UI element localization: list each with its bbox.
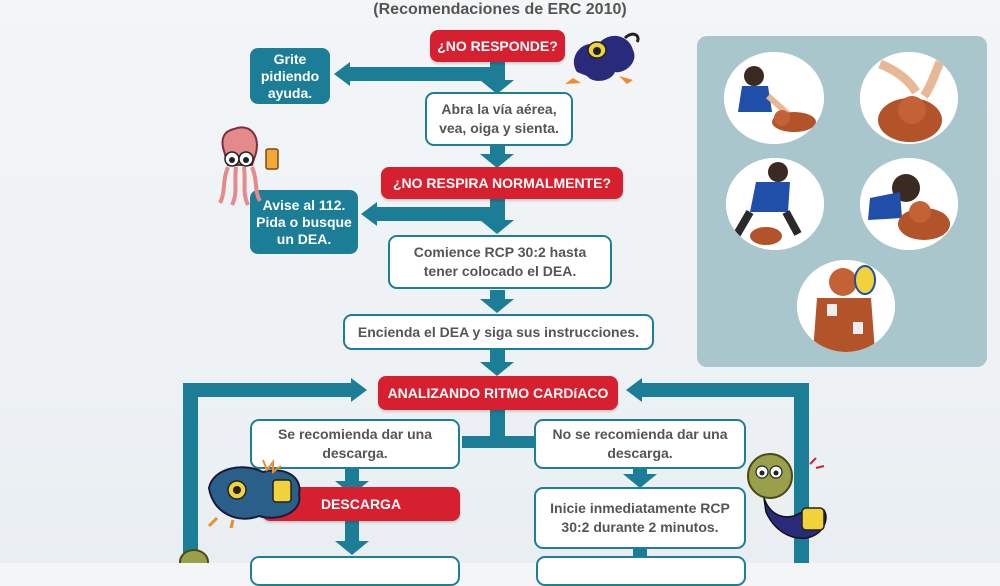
cpr-rescue-breath-photo <box>860 158 958 250</box>
node-grite-ayuda: Grite pidiendo ayuda. <box>250 48 330 104</box>
node-avise-112: Avise al 112. Pida o busque un DEA. <box>250 190 358 254</box>
aed-pads-photo <box>797 260 895 352</box>
mascot-partial-icon <box>179 549 209 563</box>
node-encienda-dea: Encienda el DEA y siga sus instrucciones… <box>343 314 654 350</box>
robot-mascot-icon <box>207 459 301 528</box>
cpr-compressions-photo <box>726 158 824 250</box>
subtitle: (Recomendaciones de ERC 2010) <box>373 1 627 18</box>
node-comience-rcp: Comience RCP 30:2 hasta tener colocado e… <box>388 235 612 289</box>
node-analizando-ritmo: ANALIZANDO RITMO CARDíACO <box>378 376 618 410</box>
cpr-check-response-photo <box>724 52 824 144</box>
cartoon-creature-icon <box>565 32 640 84</box>
node-se-recomienda: Se recomienda dar una descarga. <box>250 419 460 469</box>
node-next-left <box>250 556 460 586</box>
squid-mascot-icon <box>218 126 279 206</box>
node-inicie-rcp: Inicie inmediatamente RCP 30:2 durante 2… <box>534 487 746 549</box>
node-no-responde: ¿NO RESPONDE? <box>430 30 565 62</box>
node-no-respira: ¿NO RESPIRA NORMALMENTE? <box>381 167 623 199</box>
node-no-se-recomienda: No se recomienda dar una descarga. <box>534 419 746 469</box>
cactus-mascot-icon <box>747 453 827 539</box>
node-next-right <box>536 556 746 586</box>
node-abra-via: Abra la vía aérea, vea, oiga y sienta. <box>425 92 573 146</box>
cpr-open-airway-photo <box>860 52 958 144</box>
